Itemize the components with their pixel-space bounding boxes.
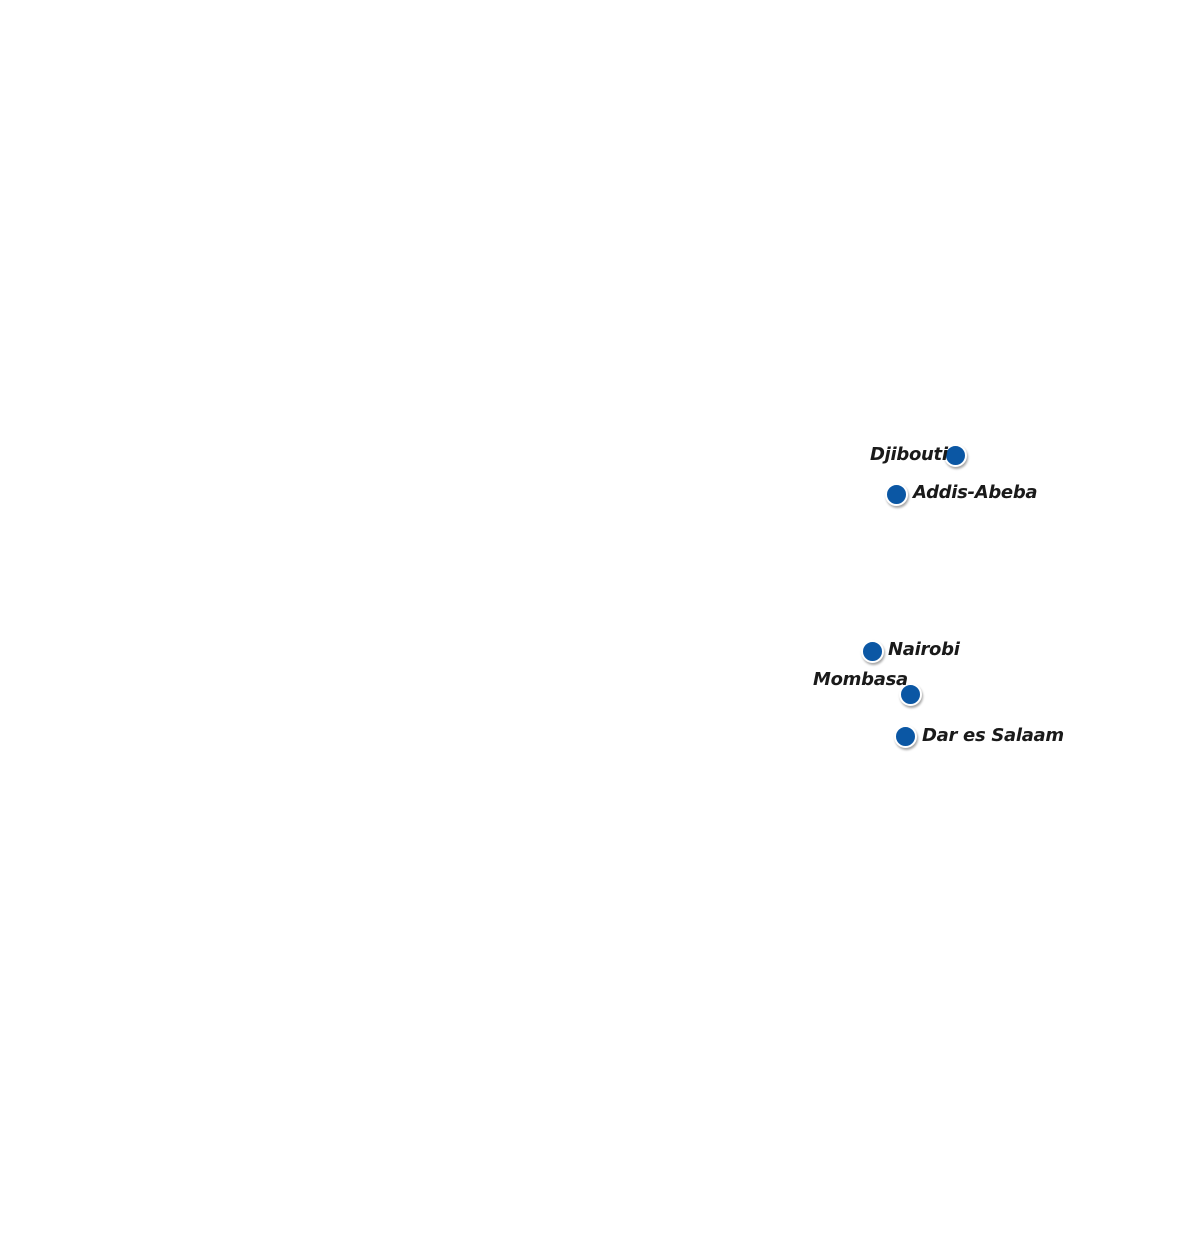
city-label: Nairobi (888, 639, 960, 660)
city-marker-icon[interactable] (894, 725, 917, 748)
city-label: Djibouti (870, 444, 948, 465)
city-label: Addis-Abeba (913, 482, 1038, 503)
city-label: Mombasa (813, 669, 908, 690)
city-marker-icon[interactable] (944, 444, 967, 467)
city-marker-icon[interactable] (861, 640, 884, 663)
city-marker-icon[interactable] (899, 683, 922, 706)
city-marker-icon[interactable] (885, 483, 908, 506)
city-label: Dar es Salaam (922, 725, 1064, 746)
